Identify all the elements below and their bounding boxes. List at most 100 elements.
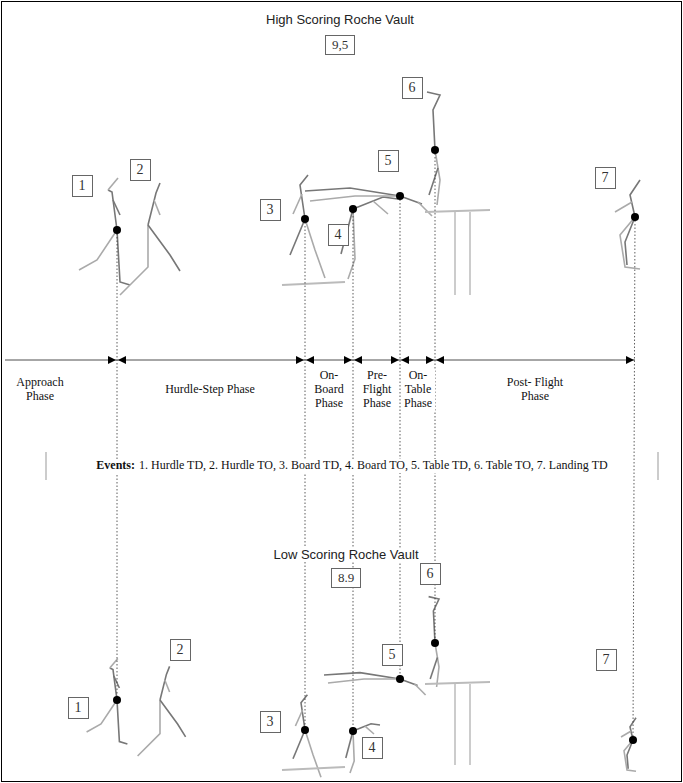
callout-text: 4 <box>335 227 342 242</box>
callout-text: 7 <box>603 652 610 667</box>
limb-stroke <box>154 200 160 215</box>
limb-stroke <box>290 219 305 255</box>
limb-stroke <box>630 180 640 217</box>
table-leg <box>469 212 471 295</box>
limb-stroke <box>621 731 631 737</box>
callout-text: 1 <box>75 700 82 715</box>
limb-stroke <box>310 196 400 201</box>
phase-arrowhead <box>306 356 314 364</box>
limb-stroke <box>373 201 388 214</box>
phase-arrowhead <box>354 356 362 364</box>
hip-marker <box>631 213 639 221</box>
phase-label: Hurdle-Step Phase <box>165 383 255 397</box>
callout-text: 1 <box>79 178 86 193</box>
callout-number: 7 <box>595 167 616 189</box>
callout-text: 7 <box>602 170 609 185</box>
springboard <box>282 767 345 770</box>
event-line <box>305 219 306 730</box>
limb-stroke <box>113 200 120 215</box>
events-bracket <box>658 452 659 480</box>
hip-marker <box>113 696 121 704</box>
score-value: 8.9 <box>338 570 354 585</box>
limb-stroke <box>346 731 353 758</box>
vault-table <box>425 682 490 684</box>
limb-stroke <box>120 225 148 295</box>
table-leg <box>454 684 456 765</box>
limb-stroke <box>414 684 425 695</box>
limb-stroke <box>148 225 180 271</box>
limb-stroke <box>625 217 635 265</box>
hip-marker <box>301 215 309 223</box>
callout-text: 3 <box>267 714 274 729</box>
limb-stroke <box>365 726 374 734</box>
limb-stroke <box>110 668 117 700</box>
callout-number: 4 <box>328 224 349 246</box>
events-bracket <box>46 452 47 480</box>
limb-stroke <box>293 730 305 759</box>
callout-text: 4 <box>369 740 376 755</box>
hip-marker <box>113 226 121 234</box>
events-legend-text: Events: <box>96 459 135 473</box>
limb-stroke <box>427 92 440 150</box>
callout-number: 3 <box>260 711 281 733</box>
limb-stroke <box>348 209 355 279</box>
phase-arrowhead <box>296 356 304 364</box>
limb-stroke <box>627 740 633 769</box>
score-box: 9,5 <box>325 35 355 55</box>
hip-marker <box>349 727 357 735</box>
hip-marker <box>431 146 439 154</box>
phase-timeline <box>5 356 635 364</box>
limb-stroke <box>305 730 321 777</box>
phase-arrowhead <box>118 356 126 364</box>
limb-stroke <box>108 190 117 230</box>
callout-text: 5 <box>389 647 396 662</box>
limb-stroke <box>615 202 632 212</box>
callout-number: 6 <box>402 77 423 99</box>
callout-text: 3 <box>267 202 274 217</box>
phase-arrowhead <box>108 356 116 364</box>
limb-stroke <box>117 230 130 285</box>
limb-stroke <box>117 700 127 744</box>
callout-text: 6 <box>409 80 416 95</box>
limb-stroke <box>79 230 117 270</box>
callout-number: 1 <box>68 697 89 719</box>
phase-arrowhead <box>391 356 399 364</box>
limb-stroke <box>165 680 170 692</box>
stick-figures <box>79 92 640 777</box>
callout-number: 6 <box>420 563 441 585</box>
limb-stroke <box>429 597 439 643</box>
limb-stroke <box>160 700 186 737</box>
vault-title: Low Scoring Roche Vault <box>273 548 418 563</box>
limb-stroke <box>430 657 437 679</box>
phase-arrowhead <box>344 356 352 364</box>
limb-stroke <box>429 168 438 195</box>
hip-marker <box>396 192 404 200</box>
springboard <box>282 282 345 285</box>
limb-stroke <box>620 217 640 269</box>
event-line <box>633 217 635 740</box>
callout-number: 5 <box>382 644 403 666</box>
phase-label: On- Table Phase <box>401 369 435 410</box>
callout-text: 2 <box>177 642 184 657</box>
table-leg <box>454 212 456 295</box>
table-leg <box>469 684 471 765</box>
callout-text: 6 <box>427 566 434 581</box>
limb-stroke <box>305 219 325 278</box>
limb-stroke <box>148 183 160 225</box>
phase-arrowhead <box>626 356 634 364</box>
phase-label: Pre- Flight Phase <box>356 369 398 410</box>
limb-stroke <box>328 679 400 683</box>
callout-text: 5 <box>385 153 392 168</box>
time-axis <box>5 360 635 361</box>
score-value: 9,5 <box>332 37 348 52</box>
callout-number: 4 <box>362 737 383 759</box>
limb-stroke <box>160 666 170 700</box>
limb-stroke <box>624 740 636 771</box>
phase-label: Post- Flight Phase <box>505 376 565 404</box>
limb-stroke <box>418 202 432 216</box>
hip-marker <box>349 205 357 213</box>
limb-stroke <box>305 188 400 196</box>
callout-number: 2 <box>170 639 191 661</box>
events-legend-text: 1. Hurdle TD, 2. Hurdle TO, 3. Board TD,… <box>139 459 608 473</box>
